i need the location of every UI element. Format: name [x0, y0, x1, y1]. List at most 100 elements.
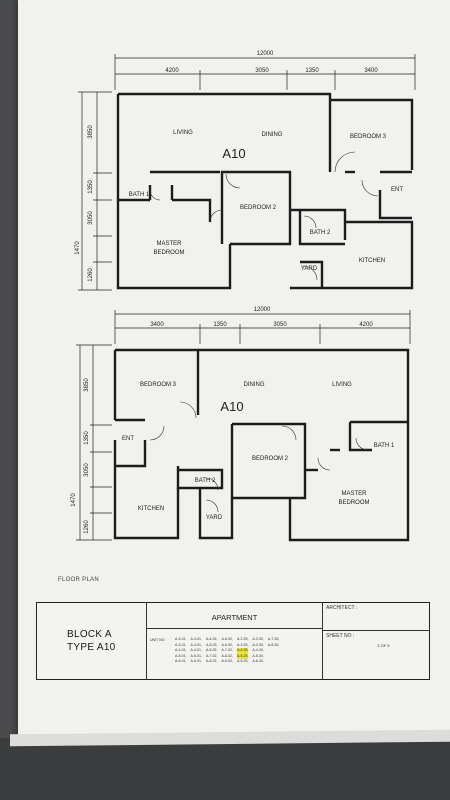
sheet-no-label: SHEET NO : — [326, 633, 355, 639]
bottom-left-dim-1: 3850 — [84, 378, 90, 392]
unit-number: A-4-02, — [205, 637, 218, 641]
unit-number: A-5-02, — [205, 642, 218, 647]
top-room-master-2: BEDROOM — [153, 250, 184, 256]
unit-number: A-7-02, — [205, 653, 218, 658]
unit-number: A-6-02, — [221, 642, 233, 647]
unit-number: A-8-30, — [267, 642, 280, 647]
background-surface — [0, 738, 450, 800]
unit-number: A-3-01, — [175, 642, 187, 647]
bottom-unit-label: A10 — [220, 399, 243, 414]
bottom-room-master-1: MASTER — [341, 491, 367, 497]
unit-number: A-7-02, — [221, 648, 233, 653]
top-overall-dim: 12000 — [257, 51, 274, 57]
floor-plans: 12000 4200 3050 1350 3400 3850 1350 3050… — [71, 51, 416, 542]
unit-number: A-3-01, — [175, 637, 187, 641]
title-block-meta: ARCHITECT : SHEET NO : 3 OF 5 — [323, 603, 429, 679]
bottom-left-dim-3: 3050 — [84, 463, 90, 477]
title-block-name: BLOCK A TYPE A10 — [37, 603, 147, 679]
unit-number: A-6-01, — [190, 659, 202, 664]
unit-no-label: UNIT NO : — [150, 638, 167, 642]
bottom-room-kitchen: KITCHEN — [138, 506, 164, 512]
sheet-no-value: 3 OF 5 — [377, 643, 390, 648]
bottom-room-bedroom3: BEDROOM 3 — [140, 382, 177, 388]
top-left-dim-2: 1350 — [88, 180, 94, 194]
unit-column: A-7-30,A-8-30, — [268, 637, 279, 665]
unit-number: A-7-30, — [267, 637, 280, 641]
top-left-dim-4: 1470 — [75, 241, 81, 255]
top-room-yard: YARD — [301, 266, 318, 272]
top-left-dim-5: 1260 — [88, 268, 94, 282]
bottom-room-master-2: BEDROOM — [338, 500, 369, 506]
title-block: BLOCK A TYPE A10 APARTMENT UNIT NO : A-3… — [36, 602, 430, 680]
top-dimension-lines — [78, 54, 416, 291]
bottom-room-bedroom2: BEDROOM 2 — [252, 456, 289, 462]
unit-column: A-3-01,A-3-01,A-4-01,A-5-01,A-6-01, — [190, 637, 201, 665]
unit-list: A-3-01,A-3-01,A-4-01,A-5-01,A-6-01,A-3-0… — [175, 637, 279, 665]
top-dim-4: 3400 — [364, 68, 378, 74]
unit-number: A-6-02, — [205, 648, 218, 653]
top-room-dining: DINING — [262, 132, 283, 138]
unit-number: A-8-02, — [221, 653, 233, 658]
unit-number: A-5-25, — [236, 653, 249, 660]
title-block-units: APARTMENT UNIT NO : A-3-01,A-3-01,A-4-01… — [147, 603, 323, 679]
unit-number: A-4-30, — [252, 648, 264, 653]
top-dim-3: 1350 — [305, 68, 319, 74]
unit-column: A-4-02,A-5-02,A-6-02,A-7-02,A-8-02, — [206, 637, 217, 665]
top-room-master-1: MASTER — [156, 241, 182, 247]
bottom-overall-dim: 12000 — [254, 307, 271, 313]
unit-number: A-5-02, — [221, 637, 233, 641]
unit-number: A-8-02, — [205, 659, 218, 664]
top-left-dim-3: 3050 — [88, 211, 94, 225]
top-room-kitchen: KITCHEN — [359, 258, 385, 264]
apartment-label: APARTMENT — [147, 603, 322, 629]
top-plan-walls — [116, 92, 414, 290]
unit-number: A-4-25, — [236, 648, 249, 654]
bottom-plan-doors — [149, 401, 369, 513]
unit-number: A-3-25, — [236, 642, 249, 647]
bottom-dimension-lines — [76, 310, 411, 541]
floor-plan-caption: FLOOR PLAN — [58, 577, 100, 583]
bottom-room-bath2: BATH 2 — [195, 478, 216, 484]
bottom-left-dim-5: 1260 — [84, 520, 90, 534]
unit-number: A-3-30, — [252, 642, 264, 647]
unit-column: A-2-30,A-3-30,A-4-30,A-5-30,A-6-30, — [252, 637, 263, 665]
unit-number: A-3-01, — [190, 642, 202, 647]
top-room-ent: ENT — [391, 187, 403, 193]
block-label: BLOCK A — [67, 629, 112, 640]
unit-number: A-9-02, — [221, 659, 233, 664]
top-room-living: LIVING — [173, 130, 193, 136]
top-room-bedroom3: BEDROOM 3 — [350, 134, 387, 140]
top-room-bath1: BATH 1 — [129, 192, 150, 198]
unit-number: A-4-01, — [175, 648, 187, 653]
type-label: TYPE A10 — [67, 642, 116, 653]
architect-label: ARCHITECT : — [323, 603, 429, 631]
bottom-room-yard: YARD — [206, 515, 223, 521]
unit-number: A-5-01, — [175, 653, 187, 658]
unit-number: A-5-30, — [252, 653, 264, 658]
unit-number: A-2-30, — [252, 637, 264, 641]
unit-number: A-4-01, — [190, 648, 202, 653]
bottom-plan-walls — [113, 348, 410, 542]
top-plan-labels: 12000 4200 3050 1350 3400 3850 1350 3050… — [75, 51, 403, 282]
top-plan-doors — [149, 151, 379, 281]
unit-number: A-3-01, — [190, 637, 202, 641]
top-dim-1: 4200 — [165, 68, 179, 74]
bottom-room-bath1: BATH 1 — [374, 443, 395, 449]
unit-number: A-6-25, — [236, 659, 249, 664]
bottom-dim-3: 3050 — [273, 322, 287, 328]
bottom-dim-1: 3400 — [150, 322, 164, 328]
bottom-plan-labels: 12000 3400 1350 3050 4200 3850 1350 3050… — [71, 307, 395, 534]
unit-column: A-3-01,A-3-01,A-4-01,A-5-01,A-6-01, — [175, 637, 186, 665]
unit-number: A-6-30, — [252, 659, 264, 664]
bottom-dim-2: 1350 — [213, 322, 227, 328]
unit-column: A-5-02,A-6-02,A-7-02,A-8-02,A-9-02, — [221, 637, 232, 665]
top-unit-label: A10 — [222, 146, 245, 161]
bottom-left-dim-2: 1350 — [84, 431, 90, 445]
sheet-row: SHEET NO : 3 OF 5 — [323, 631, 429, 707]
unit-number: A-5-01, — [190, 653, 202, 658]
top-dim-2: 3050 — [255, 68, 269, 74]
top-left-dim-1: 3850 — [88, 125, 94, 139]
bottom-dim-4: 4200 — [359, 322, 373, 328]
bottom-room-ent: ENT — [122, 436, 134, 442]
unit-number: A-2-25, — [236, 637, 249, 641]
